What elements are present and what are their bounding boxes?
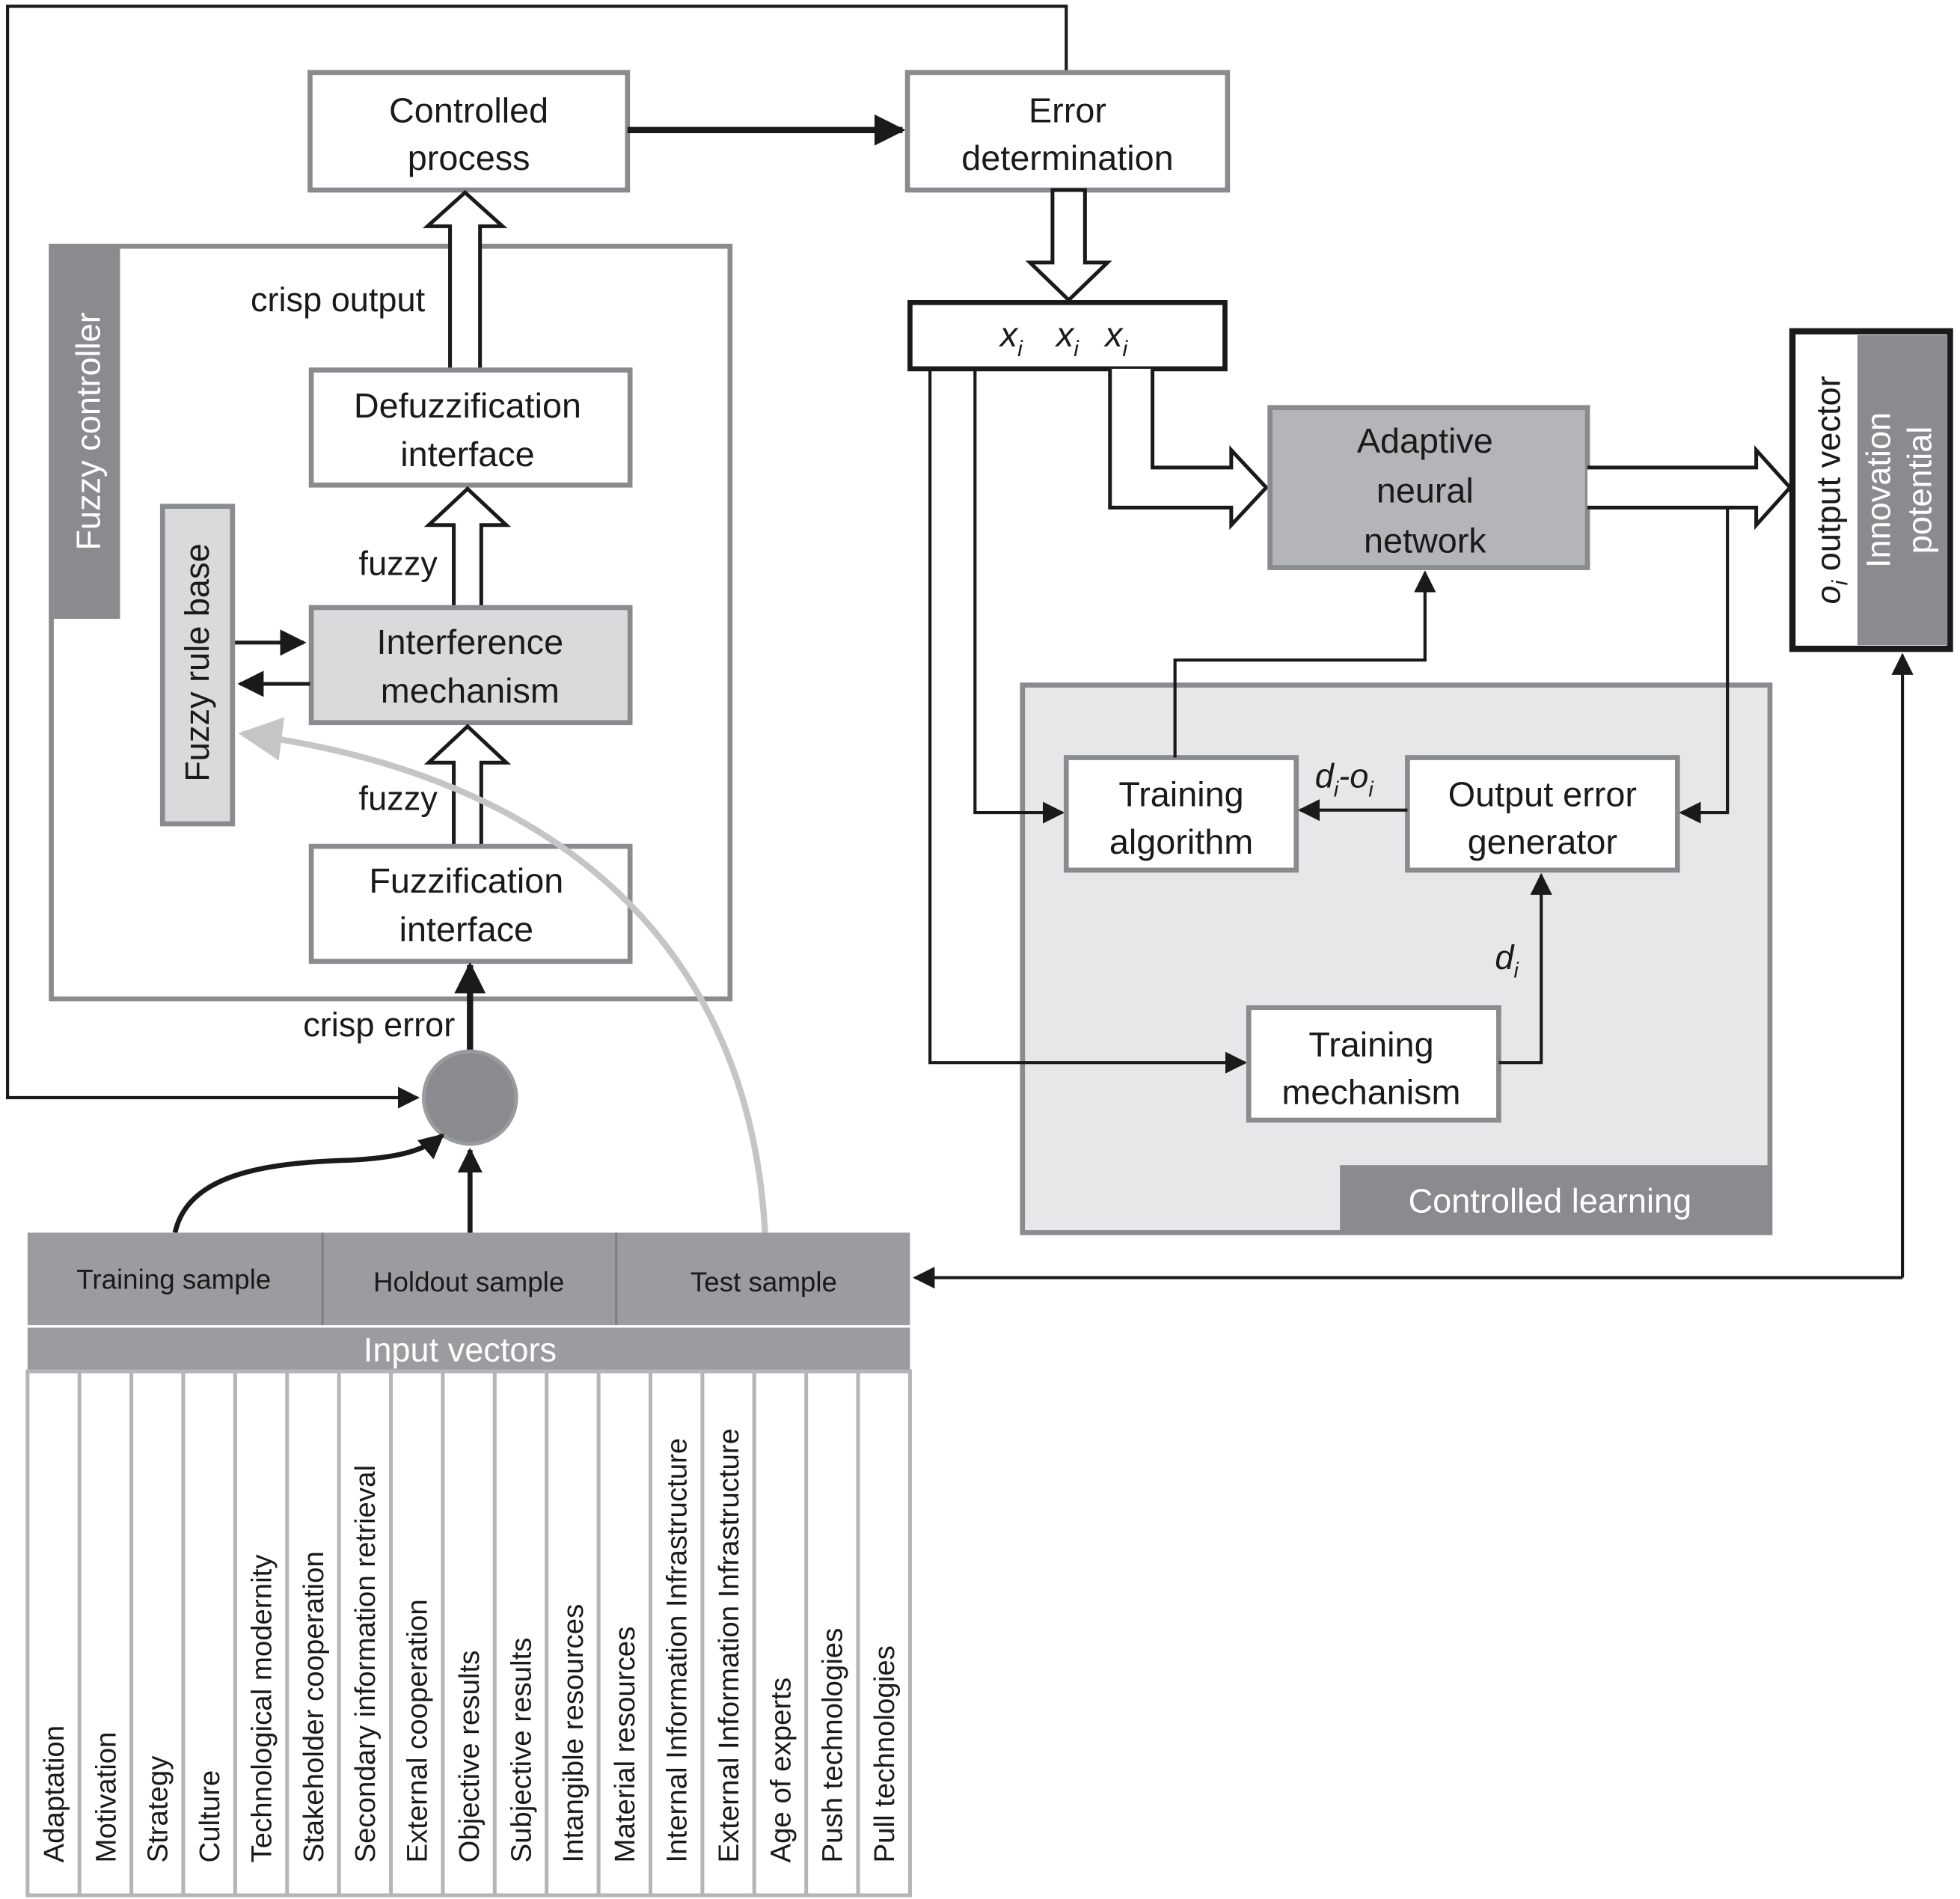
input-vector-item: Pull technologies xyxy=(869,1645,901,1862)
ann-label-2: neural xyxy=(1376,471,1474,510)
x-i-2: xi xyxy=(1055,315,1079,361)
test-sample-to-rule-base-curve xyxy=(238,717,768,1233)
interference-mechanism-box: Interference mechanism xyxy=(308,605,633,726)
input-vector-item: Secondary information retrieval xyxy=(349,1465,382,1863)
training-mechanism-to-error-generator-line xyxy=(1498,872,1552,1065)
controlled-process-label-1: Controlled xyxy=(389,91,548,130)
training-algorithm-label-2: algorithm xyxy=(1109,822,1253,861)
training-algorithm-to-ann-line xyxy=(1173,570,1436,758)
fuzzification-to-interference-hollow-arrow xyxy=(423,724,512,848)
fuzzy-controller-label: Fuzzy controller xyxy=(70,312,108,550)
controlled-process-label-2: process xyxy=(408,138,530,177)
defuzz-to-process-hollow-arrow xyxy=(422,189,508,373)
input-vector-item: Age of experts xyxy=(765,1678,797,1863)
input-vector-item: Strategy xyxy=(142,1755,174,1863)
input-vector-item: Material resources xyxy=(609,1627,641,1863)
test-sample-label: Test sample xyxy=(690,1267,837,1297)
di-minus-oi-label: di-oi xyxy=(1315,757,1374,802)
training-sample-to-node-curve xyxy=(172,1133,445,1234)
input-vector-item: Intangible resources xyxy=(557,1604,589,1863)
error-to-x-hollow-arrow xyxy=(1025,188,1112,303)
interference-label-1: Interference xyxy=(377,623,564,661)
feedback-loop-line xyxy=(6,4,1068,1109)
interference-label-2: mechanism xyxy=(381,671,560,710)
fuzzification-label-2: interface xyxy=(399,910,533,949)
input-vectors-label: Input vectors xyxy=(364,1331,557,1369)
input-vector-item: Stakeholder cooperation xyxy=(298,1551,330,1862)
input-vector-item: Subjective results xyxy=(505,1638,537,1863)
input-vectors-header: Input vectors xyxy=(27,1327,910,1371)
controlled-process-box: Controlled process xyxy=(307,70,631,193)
x-to-training-algorithm-line xyxy=(973,368,1065,824)
x-to-ann-hollow-arrow xyxy=(1108,368,1270,530)
error-determination-label-2: determination xyxy=(961,138,1173,177)
x-vector-bar: xi xi xi xyxy=(907,300,1228,372)
training-mechanism-box: Training mechanism xyxy=(1246,1005,1501,1123)
output-vector-box: oi output vector Innovation potential xyxy=(1789,328,1953,652)
output-error-generator-label-1: Output error xyxy=(1448,775,1637,814)
training-sample-label: Training sample xyxy=(76,1265,271,1295)
input-vector-item: Adaptation xyxy=(38,1725,70,1863)
innovation-potential-label-2: potential xyxy=(1901,426,1939,554)
input-vector-item: Push technologies xyxy=(817,1628,849,1863)
input-vector-item: Objective results xyxy=(453,1651,486,1863)
input-vector-table-frame xyxy=(25,1369,912,1898)
di-label: di xyxy=(1495,938,1519,983)
x-i-3: xi xyxy=(1103,315,1128,361)
input-vector-item: Culture xyxy=(194,1770,226,1863)
defuzzification-label-2: interface xyxy=(400,435,534,474)
error-determination-label-1: Error xyxy=(1029,91,1106,130)
crisp-output-label: crisp output xyxy=(251,281,426,319)
crisp-error-label: crisp error xyxy=(303,1006,455,1044)
training-algorithm-box: Training algorithm xyxy=(1063,755,1299,873)
samples-bar: Training sample Holdout sample Test samp… xyxy=(27,1232,910,1326)
interference-to-defuzz-hollow-arrow xyxy=(423,486,512,610)
error-determination-box: Error determination xyxy=(904,70,1231,193)
fuzzification-interface-box: Fuzzification interface xyxy=(308,843,633,964)
x-i-1: xi xyxy=(999,315,1023,361)
input-vector-item: External Information Infrastructure xyxy=(713,1428,745,1863)
fuzzy-rule-base-box: Fuzzy rule base xyxy=(159,504,236,827)
output-vector-label: oi output vector xyxy=(1810,376,1853,604)
input-vector-item: External cooperation xyxy=(402,1599,434,1862)
controlled-learning-label: Controlled learning xyxy=(1409,1182,1692,1220)
input-vector-item: Motivation xyxy=(90,1731,122,1862)
output-error-generator-box: Output error generator xyxy=(1405,755,1680,873)
ann-to-output-hollow-arrow xyxy=(1587,444,1793,530)
ann-to-error-generator-line xyxy=(1679,507,1730,824)
x-to-training-mechanism-line xyxy=(928,368,1248,1074)
summing-node xyxy=(421,1049,518,1146)
ann-label-1: Adaptive xyxy=(1357,421,1493,460)
input-vector-item: Internal Information Infrastructure xyxy=(661,1438,693,1863)
input-vector-columns: Adaptation Motivation Strategy Culture Techn… xyxy=(25,1369,912,1898)
innovation-potential-label-1: Innovation xyxy=(1859,412,1897,568)
training-algorithm-label-1: Training xyxy=(1118,775,1243,814)
defuzzification-label-1: Defuzzification xyxy=(354,386,581,425)
training-mechanism-label-1: Training xyxy=(1308,1025,1433,1064)
fuzzy-label-upper: fuzzy xyxy=(359,545,438,583)
training-mechanism-label-2: mechanism xyxy=(1281,1072,1460,1111)
adaptive-neural-network-box: Adaptive neural network xyxy=(1267,405,1590,570)
fuzzy-rule-base-label: Fuzzy rule base xyxy=(178,543,216,781)
output-error-generator-label-2: generator xyxy=(1468,822,1617,861)
input-vector-item: Technological modernity xyxy=(245,1554,278,1863)
fuzzy-label-lower: fuzzy xyxy=(359,780,438,818)
defuzzification-interface-box: Defuzzification interface xyxy=(308,367,633,488)
holdout-sample-label: Holdout sample xyxy=(373,1267,564,1297)
fuzzification-label-1: Fuzzification xyxy=(369,861,563,900)
ann-label-3: network xyxy=(1364,522,1486,560)
